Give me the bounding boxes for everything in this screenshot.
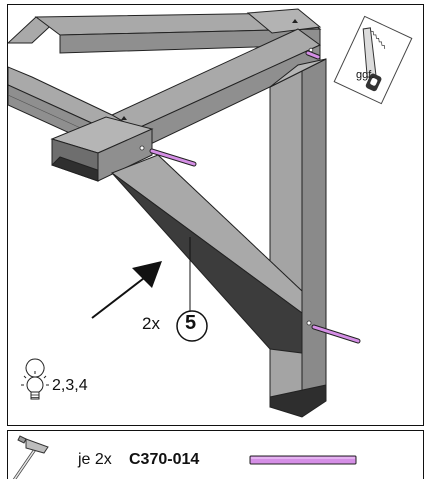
saw-icon: [333, 15, 413, 105]
arrow-icon: [91, 261, 162, 319]
brace-underside: [111, 172, 303, 354]
timber-frame-drawing: [8, 8, 413, 418]
footer-graphics: [12, 435, 357, 479]
saw-note: ggf.: [356, 69, 375, 81]
parts-footer: je 2x C370-014: [7, 430, 424, 479]
beam-end-side: [97, 128, 153, 182]
hammer-icon: [12, 435, 49, 479]
lightbulb-icon: [21, 358, 49, 400]
part-number-circle: [176, 310, 208, 342]
post-side: [301, 58, 327, 400]
footer-part-code: C370-014: [129, 451, 200, 468]
post-top: [269, 58, 327, 88]
back-beam-end-top: [246, 8, 322, 34]
footer-prefix: je 2x: [78, 451, 112, 468]
post-front: [269, 70, 303, 408]
tip-references: 2,3,4: [52, 377, 88, 394]
post-bottom: [269, 384, 327, 418]
dowel-icon: [249, 455, 357, 465]
quantity-label: 2x: [142, 314, 160, 333]
part-number: 5: [185, 312, 197, 334]
assembly-illustration: ggf. 2x 5 2,3,4: [7, 4, 424, 426]
